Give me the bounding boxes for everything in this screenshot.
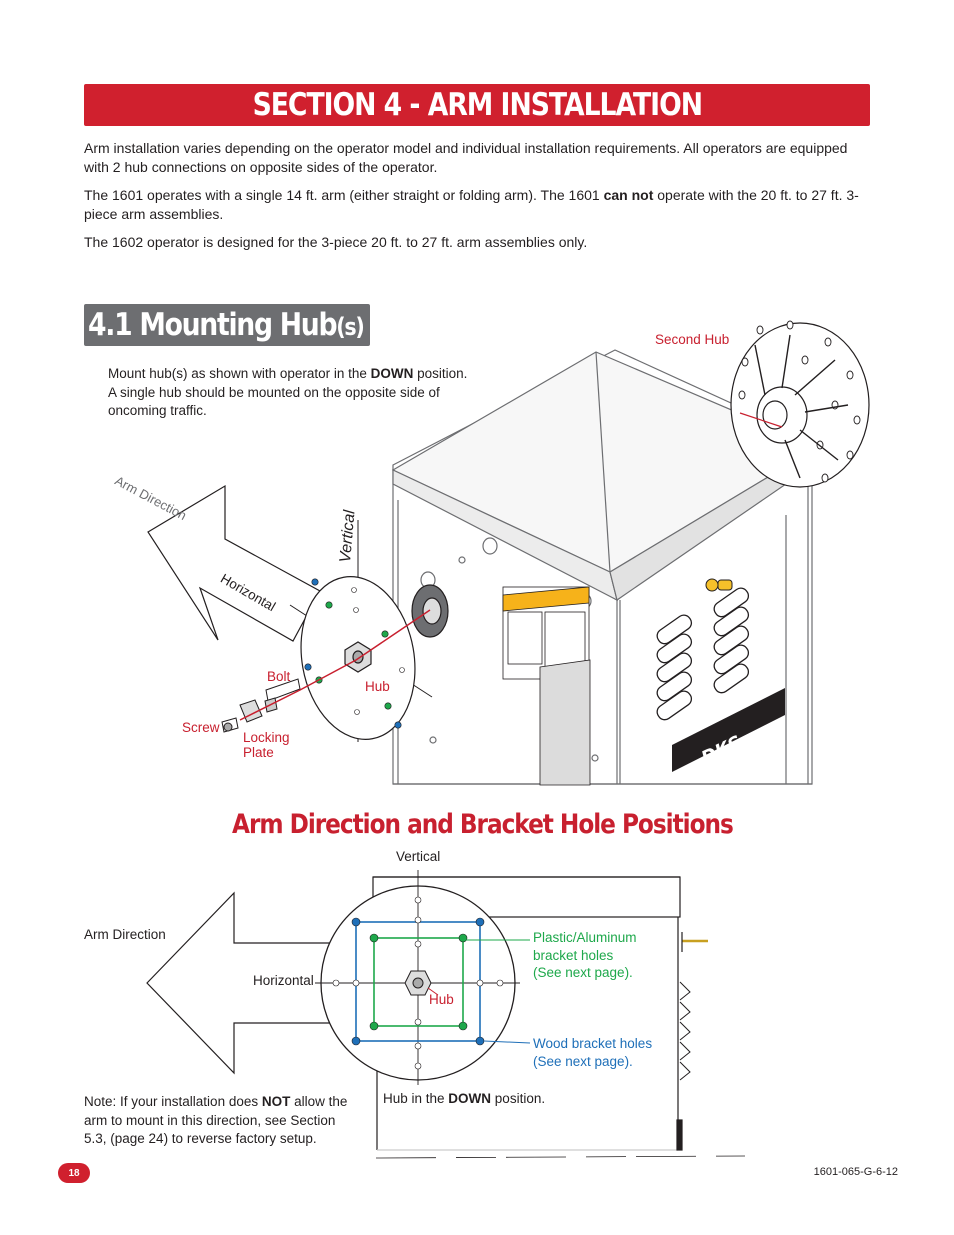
key-lock bbox=[705, 578, 733, 592]
subsection-title-suffix: (s) bbox=[336, 313, 365, 341]
center-hex-hub bbox=[404, 970, 432, 996]
plastic-line-1: Plastic/Aluminum bbox=[533, 930, 637, 945]
wood-line-1: Wood bracket holes bbox=[533, 1036, 653, 1051]
bracket-positions-title: Arm Direction and Bracket Hole Positions bbox=[232, 809, 734, 840]
plastic-line-2: bracket holes bbox=[533, 947, 614, 963]
vents bbox=[656, 587, 750, 721]
locking-word: Locking bbox=[243, 730, 290, 745]
section-header-banner: SECTION 4 - ARM INSTALLATION bbox=[84, 84, 870, 126]
instr-bold: DOWN bbox=[370, 366, 414, 381]
document-code: 1601-065-G-6-12 bbox=[813, 1166, 898, 1178]
wood-bracket-label: Wood bracket holes (See next page). bbox=[533, 1035, 652, 1070]
instr-line-1: Mount hub(s) as shown with operator in t… bbox=[108, 365, 498, 384]
note-block: Note: If your installation does NOT allo… bbox=[84, 1093, 374, 1149]
bolt-label: Bolt bbox=[267, 669, 291, 684]
horizontal-label: Horizontal bbox=[253, 973, 314, 988]
p2-text-b: operate with the 20 ft. to 27 ft. 3-piec… bbox=[84, 187, 859, 222]
hub-down-b: position. bbox=[491, 1091, 546, 1106]
hub-down-caption: Hub in the DOWN position. bbox=[383, 1090, 545, 1108]
instr-a: Mount hub(s) as shown with operator in t… bbox=[108, 366, 371, 381]
note-line-2: arm to mount in this direction, see Sect… bbox=[84, 1112, 336, 1128]
hub-label: Hub bbox=[365, 679, 390, 694]
note-b: allow the bbox=[290, 1094, 348, 1109]
p2-text-a: The 1601 operates with a single 14 ft. a… bbox=[84, 187, 604, 203]
note-a: Note: If your installation does bbox=[84, 1094, 262, 1109]
plate-word: Plate bbox=[243, 745, 274, 760]
screw-label: Screw bbox=[182, 720, 220, 735]
plastic-bracket-square bbox=[373, 937, 464, 1027]
second-hub-disc bbox=[730, 320, 870, 488]
subsection-title: 4.1 Mounting Hub(s) bbox=[88, 307, 365, 343]
vertical-label: Vertical bbox=[396, 849, 441, 864]
note-line-3: 5.3, (page 24) to reverse factory setup. bbox=[84, 1131, 317, 1146]
intro-paragraph-1: Arm installation varies depending on the… bbox=[84, 140, 848, 175]
side-vents bbox=[679, 981, 691, 1081]
second-hub-label: Second Hub bbox=[655, 332, 730, 347]
warning-label bbox=[502, 586, 591, 786]
note-bold: NOT bbox=[261, 1094, 291, 1109]
subsection-title-main: 4.1 Mounting Hub bbox=[88, 307, 338, 343]
hub-disc-holes bbox=[304, 578, 405, 729]
section-title: SECTION 4 - ARM INSTALLATION bbox=[252, 87, 702, 123]
instr-line-3: oncoming traffic. bbox=[108, 403, 207, 418]
locking-plate-label: Locking Plate bbox=[243, 730, 290, 760]
instr-b: position. bbox=[413, 366, 468, 381]
arm-direction-label: Arm Direction bbox=[84, 927, 166, 942]
mount-instructions: Mount hub(s) as shown with operator in t… bbox=[108, 365, 498, 421]
plastic-line-3: (See next page). bbox=[533, 965, 633, 980]
hub-down-a: Hub in the bbox=[383, 1091, 449, 1106]
hub-down-bold: DOWN bbox=[448, 1091, 492, 1106]
side-hub bbox=[411, 584, 449, 638]
operator-cabinet bbox=[391, 349, 820, 785]
instr-line-2: A single hub should be mounted on the op… bbox=[108, 384, 440, 400]
page-number-badge: 18 bbox=[58, 1163, 90, 1183]
wood-line-2: (See next page). bbox=[533, 1053, 633, 1069]
p2-bold: can not bbox=[603, 187, 654, 203]
subsection-header-bar: 4.1 Mounting Hub(s) bbox=[84, 304, 370, 346]
intro-paragraph-2: The 1601 operates with a single 14 ft. a… bbox=[84, 186, 874, 224]
intro-paragraph-3: The 1602 operator is designed for the 3-… bbox=[84, 234, 588, 250]
hub-center-label: Hub bbox=[429, 992, 454, 1007]
plastic-bracket-label: Plastic/Aluminum bracket holes (See next… bbox=[533, 929, 637, 982]
note-line-1: Note: If your installation does NOT allo… bbox=[84, 1093, 374, 1112]
